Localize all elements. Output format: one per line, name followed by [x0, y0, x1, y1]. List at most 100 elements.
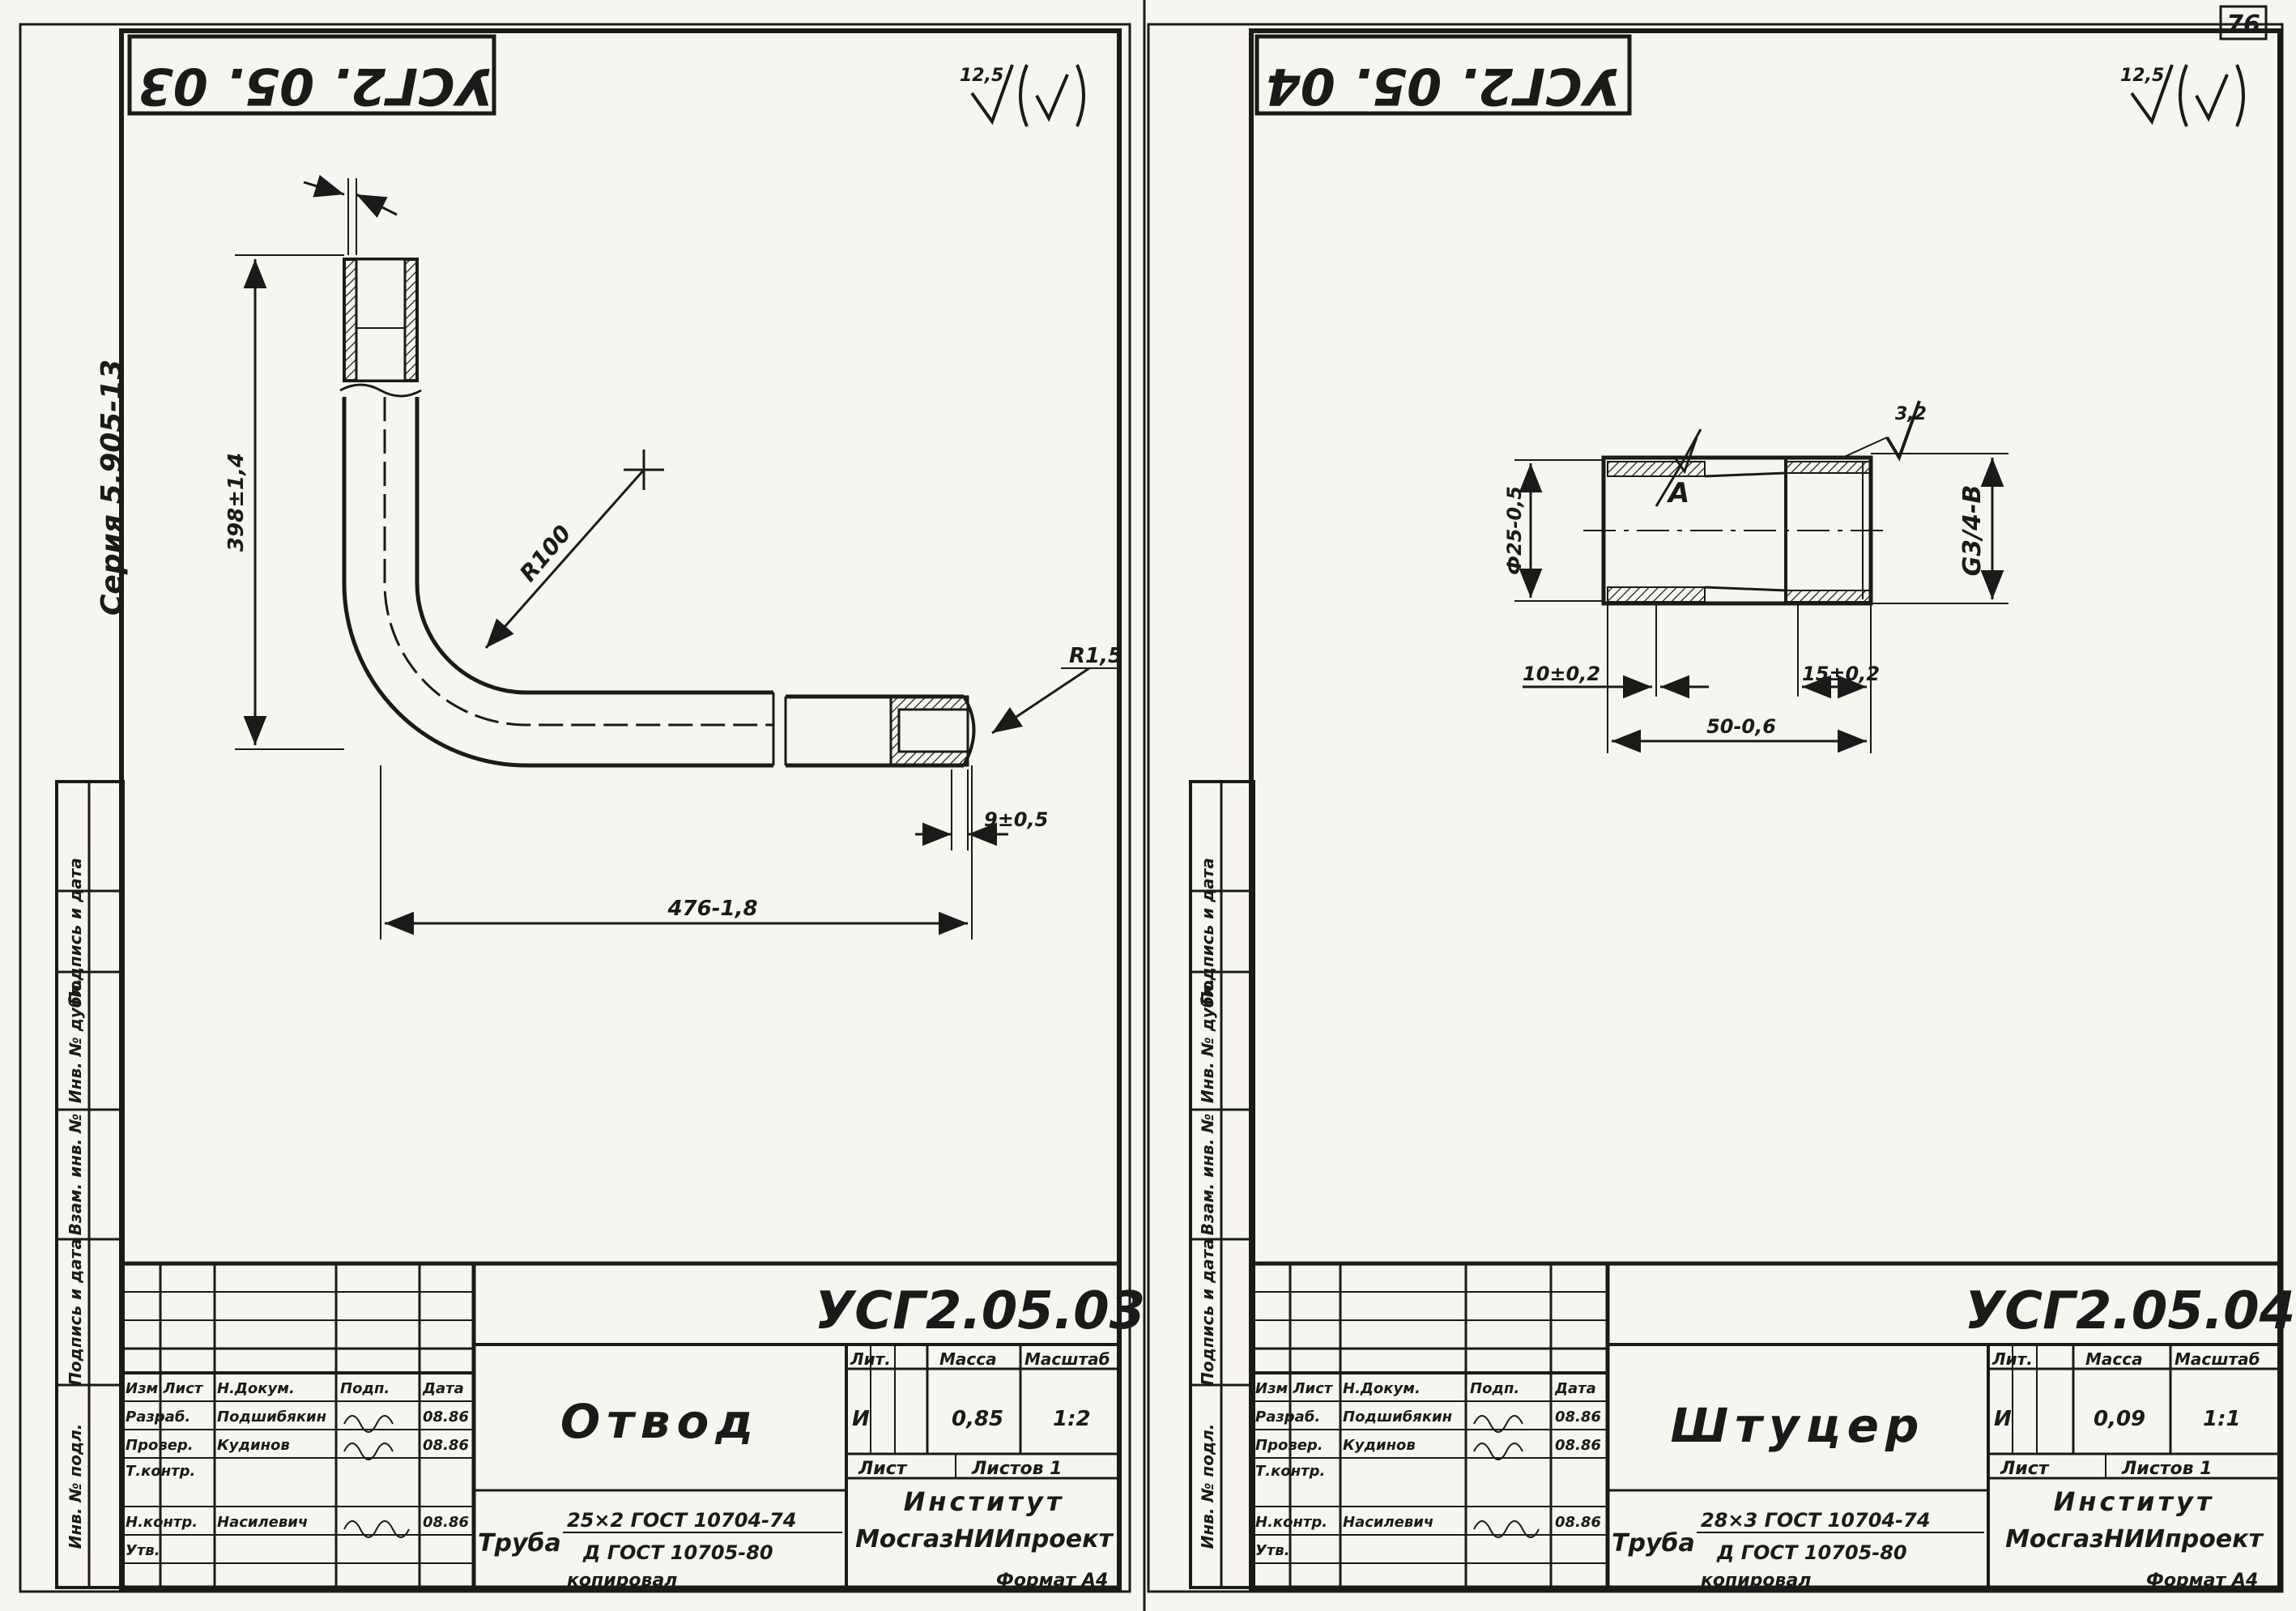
- svg-text:Масса: Масса: [939, 1349, 997, 1369]
- svg-text:Изм Лист: Изм Лист: [126, 1380, 204, 1397]
- svg-text:08.86: 08.86: [1555, 1409, 1601, 1426]
- sheet-right: УСГ2. 05. 04 12,5: [1147, 23, 2295, 1593]
- svg-text:Подп.: Подп.: [1470, 1380, 1519, 1397]
- svg-text:Н.контр.: Н.контр.: [1255, 1514, 1327, 1531]
- left-top-stamp: [127, 34, 496, 116]
- svg-text:12,5: 12,5: [2120, 66, 2164, 86]
- dim-total-length: 50-0,6: [1706, 715, 1776, 738]
- elbow-drawing: R100 398±1,4 476-1,8 R1,5: [224, 174, 1122, 940]
- dim-end-offset: 9±0,5: [984, 808, 1048, 831]
- dim-radius-bend: R100: [514, 520, 577, 587]
- svg-text:МосгазНИИпроект: МосгазНИИпроект: [855, 1525, 1114, 1553]
- svg-text:Т.контр.: Т.контр.: [1255, 1463, 1325, 1480]
- svg-text:Разраб.: Разраб.: [1255, 1409, 1320, 1426]
- svg-text:МосгазНИИпроект: МосгазНИИпроект: [2005, 1525, 2264, 1553]
- right-side-strip: Инв. № подл. Подпись и дата Взам. инв. №…: [1189, 780, 1255, 1589]
- svg-text:Подп.: Подп.: [340, 1380, 390, 1397]
- left-designation: УСГ2.05.03: [815, 1281, 1145, 1341]
- svg-text:Масштаб: Масштаб: [2175, 1349, 2260, 1369]
- svg-text:Провер.: Провер.: [126, 1437, 194, 1454]
- dim-diameter: Ф25-0,5: [1503, 486, 1526, 575]
- svg-text:Насилевич: Насилевич: [1343, 1514, 1433, 1531]
- left-top-stamp-code: УСГ2. 05. 03: [138, 57, 494, 116]
- svg-text:Институт: Институт: [2054, 1486, 2215, 1517]
- dim-height: 398±1,4: [224, 453, 249, 552]
- sheet-right-frame: [1249, 28, 2282, 1592]
- svg-text:Дата: Дата: [422, 1380, 464, 1397]
- svg-text:Масса: Масса: [2085, 1349, 2143, 1369]
- section-marker: А: [1666, 477, 1689, 509]
- svg-text:Взам. инв. №: Взам. инв. №: [66, 1114, 85, 1235]
- sheet-left: УСГ2. 05. 03 12,5: [19, 23, 1145, 1593]
- right-copied: копировал: [1701, 1571, 1811, 1591]
- svg-text:08.86: 08.86: [423, 1437, 469, 1454]
- left-part-name: Отвод: [560, 1394, 760, 1449]
- svg-text:Лит.: Лит.: [850, 1349, 891, 1369]
- svg-text:Лист: Лист: [2000, 1459, 2050, 1479]
- svg-text:Инв. № подл.: Инв. № подл.: [1198, 1424, 1217, 1549]
- left-copied: копировал: [567, 1571, 677, 1591]
- svg-text:Разраб.: Разраб.: [126, 1409, 190, 1426]
- svg-text:Д ГОСТ 10705-80: Д ГОСТ 10705-80: [1716, 1541, 1907, 1564]
- right-title-block: Изм Лист Н.Докум. Подп. Дата Разраб. Под…: [1249, 1261, 2295, 1590]
- dim-length: 476-1,8: [667, 897, 757, 921]
- svg-text:12,5: 12,5: [960, 66, 1003, 86]
- svg-text:Провер.: Провер.: [1255, 1437, 1323, 1454]
- svg-text:Инв. № подл.: Инв. № подл.: [66, 1424, 85, 1549]
- svg-text:Листов 1: Листов 1: [971, 1459, 1062, 1479]
- svg-text:Лист: Лист: [858, 1459, 908, 1479]
- page-number-box: [2219, 5, 2268, 40]
- right-format: Формат А4: [2146, 1571, 2258, 1591]
- svg-text:Утв.: Утв.: [1255, 1542, 1290, 1559]
- right-part-name: Штуцер: [1671, 1398, 1926, 1453]
- svg-text:Подшибякин: Подшибякин: [217, 1409, 326, 1426]
- svg-text:08.86: 08.86: [1555, 1514, 1601, 1531]
- svg-text:И: И: [852, 1407, 870, 1431]
- svg-text:Масштаб: Масштаб: [1024, 1349, 1110, 1369]
- dim-right-length: 15±0,2: [1802, 663, 1880, 685]
- svg-text:Н.контр.: Н.контр.: [126, 1514, 198, 1531]
- svg-text:Утв.: Утв.: [126, 1542, 160, 1559]
- svg-text:Взам. инв. №: Взам. инв. №: [1198, 1114, 1217, 1235]
- svg-text:Подпись и дата: Подпись и дата: [66, 858, 85, 1005]
- right-designation: УСГ2.05.04: [1965, 1281, 2295, 1341]
- svg-text:Т.контр.: Т.контр.: [126, 1463, 195, 1480]
- svg-text:1:1: 1:1: [2203, 1407, 2241, 1431]
- left-format: Формат А4: [996, 1571, 1108, 1591]
- svg-text:Инв. № дубл.: Инв. № дубл.: [66, 978, 85, 1103]
- svg-text:Лит.: Лит.: [1991, 1349, 2033, 1369]
- svg-text:Д ГОСТ 10705-80: Д ГОСТ 10705-80: [582, 1541, 773, 1564]
- left-title-block: Изм Лист Н.Докум. Подп. Дата Разраб. Под…: [119, 1261, 1145, 1590]
- svg-text:0,85: 0,85: [952, 1407, 1003, 1431]
- right-top-stamp-code: УСГ2. 05. 04: [1266, 57, 1621, 116]
- svg-text:И: И: [1994, 1407, 2012, 1431]
- svg-text:28×3 ГОСТ 10704-74: 28×3 ГОСТ 10704-74: [1701, 1509, 1930, 1532]
- svg-text:Подшибякин: Подшибякин: [1343, 1409, 1452, 1426]
- left-roughness-symbol: 12,5: [960, 64, 1085, 127]
- svg-text:Подпись и дата: Подпись и дата: [66, 1238, 85, 1386]
- svg-text:Институт: Институт: [904, 1486, 1065, 1517]
- dim-left-length: 10±0,2: [1523, 663, 1600, 685]
- svg-text:1:2: 1:2: [1053, 1407, 1091, 1431]
- dim-radius-end: R1,5: [1069, 644, 1122, 668]
- svg-text:08.86: 08.86: [1555, 1437, 1601, 1454]
- svg-text:0,09: 0,09: [2094, 1407, 2145, 1431]
- right-top-stamp: [1254, 34, 1632, 116]
- left-side-strip: Инв. № подл. Подпись и дата Взам. инв. №…: [55, 780, 125, 1589]
- svg-text:Подпись и дата: Подпись и дата: [1198, 858, 1217, 1005]
- local-roughness: 3,2: [1895, 404, 1927, 424]
- svg-text:Подпись и дата: Подпись и дата: [1198, 1238, 1217, 1386]
- svg-text:25×2 ГОСТ 10704-74: 25×2 ГОСТ 10704-74: [567, 1509, 796, 1532]
- svg-text:Труба: Труба: [478, 1529, 561, 1558]
- svg-text:Насилевич: Насилевич: [217, 1514, 308, 1531]
- svg-text:08.86: 08.86: [423, 1409, 469, 1426]
- svg-text:Инв. № дубл.: Инв. № дубл.: [1198, 978, 1217, 1103]
- svg-text:Листов 1: Листов 1: [2121, 1459, 2212, 1479]
- svg-text:Н.Докум.: Н.Докум.: [217, 1380, 295, 1397]
- right-roughness-symbol: 12,5: [2120, 64, 2245, 127]
- fitting-drawing: А Ф25-0,5 G3/4-B 3,2 10±0,2: [1503, 400, 2008, 753]
- dim-thread: G3/4-B: [1958, 485, 1987, 577]
- svg-text:Н.Докум.: Н.Докум.: [1343, 1380, 1421, 1397]
- svg-text:Дата: Дата: [1554, 1380, 1596, 1397]
